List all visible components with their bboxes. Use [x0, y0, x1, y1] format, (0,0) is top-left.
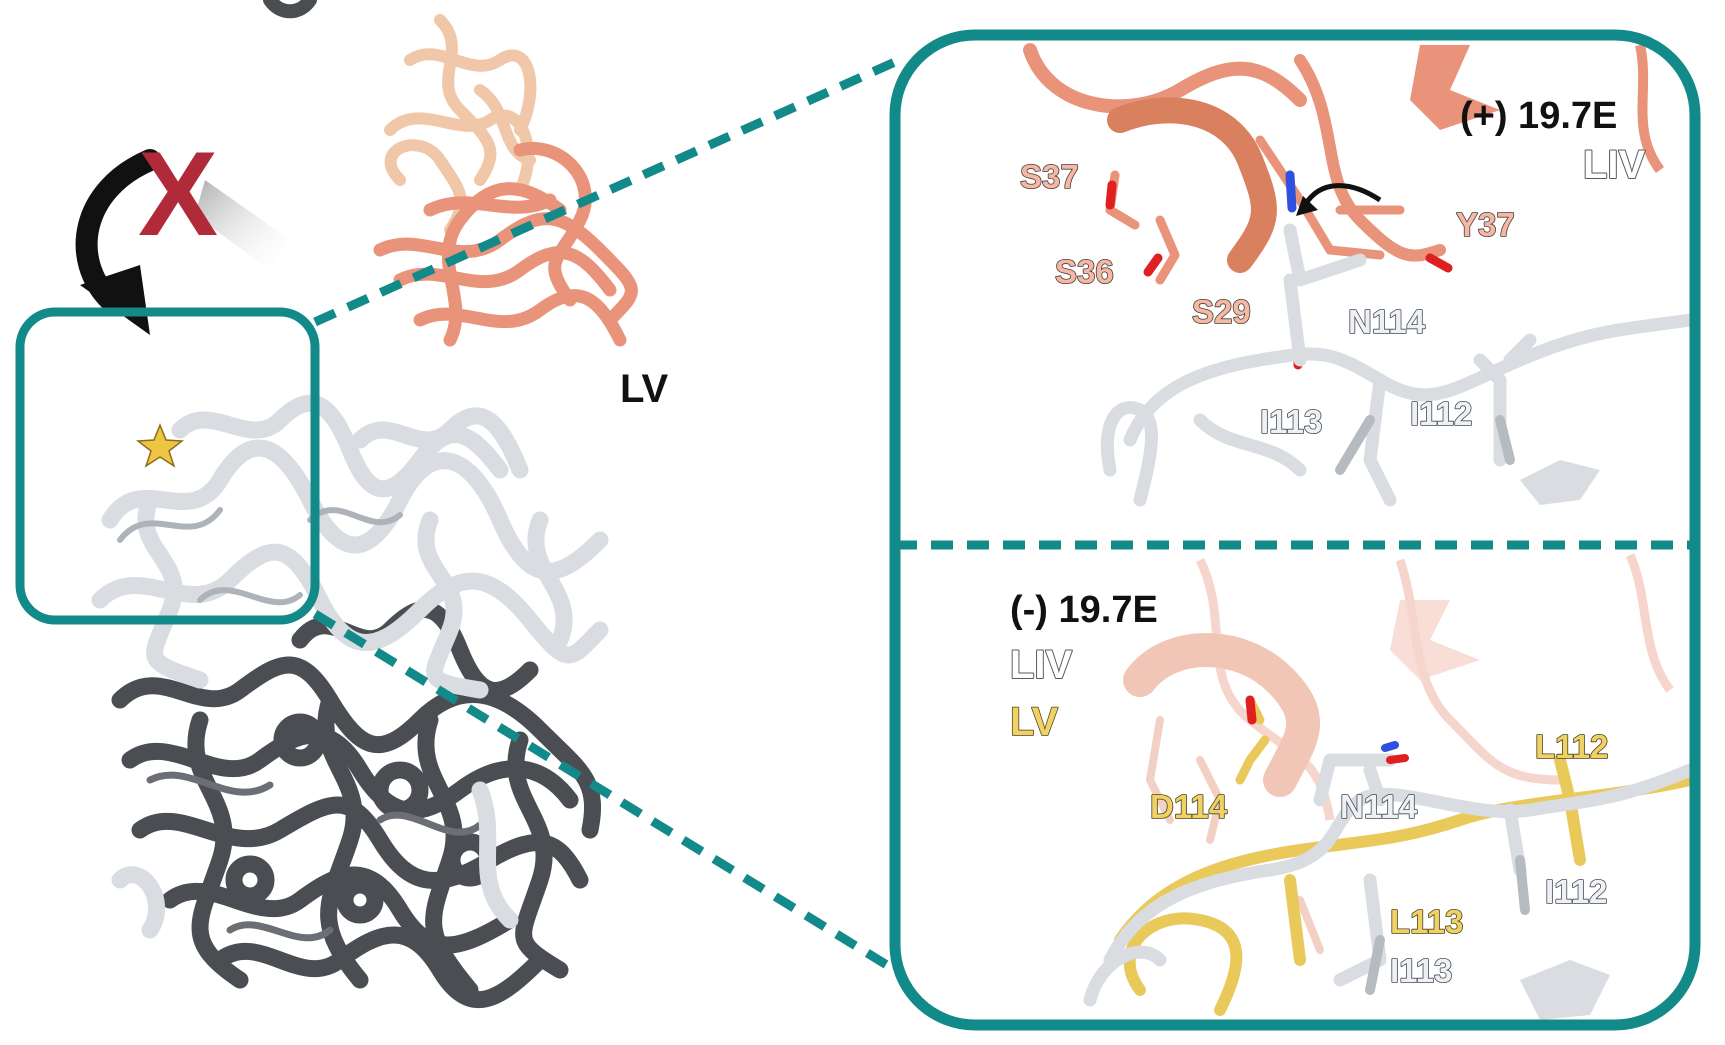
dark-domain-highlight [146, 771, 484, 942]
connector-lines [312, 57, 898, 974]
condition-label-top: (+) 19.7E [1460, 95, 1617, 137]
residue-l113: L113 [1390, 903, 1463, 940]
residue-s37: S37 [1020, 158, 1079, 195]
residue-l112: L112 [1535, 728, 1608, 765]
residue-s36: S36 [1055, 253, 1114, 290]
residue-i112-top: I112 [1410, 395, 1472, 432]
blocked-shadow [195, 180, 290, 270]
zoom-panel-background [895, 35, 1695, 1025]
residue-i113-top: I113 [1260, 403, 1322, 440]
partial-structure-top [263, 0, 317, 19]
highlight-box [15, 307, 320, 625]
zoom-panel-border [889, 29, 1701, 1031]
state-label-bottom-lv: LV [1010, 700, 1058, 744]
residue-i113-bottom: I113 [1390, 952, 1452, 989]
condition-label-bottom: (-) 19.7E [1010, 589, 1158, 631]
light-domain-shade [117, 507, 403, 606]
state-label-top: LIV [1583, 143, 1646, 187]
star-icon [135, 422, 185, 468]
curved-arrow-icon [75, 149, 161, 335]
residue-n114-top: N114 [1348, 303, 1426, 340]
zoom-panel [889, 29, 1701, 1031]
blocked-x-icon: X [138, 127, 218, 261]
residue-i112-bottom: I112 [1545, 873, 1607, 910]
protein-complex [91, 394, 609, 1008]
residue-n114-bottom: N114 [1340, 788, 1418, 825]
state-label-bottom-liv: LIV [1010, 643, 1073, 687]
residue-y37: Y37 [1456, 206, 1515, 243]
residue-s29: S29 [1192, 293, 1251, 330]
binding-partner-molecule [373, 14, 638, 347]
bottom-panel-structure [1083, 553, 1695, 1020]
structure-label: LV [620, 367, 668, 411]
residue-d114: D114 [1150, 788, 1228, 825]
top-panel-structure [1023, 43, 1695, 507]
